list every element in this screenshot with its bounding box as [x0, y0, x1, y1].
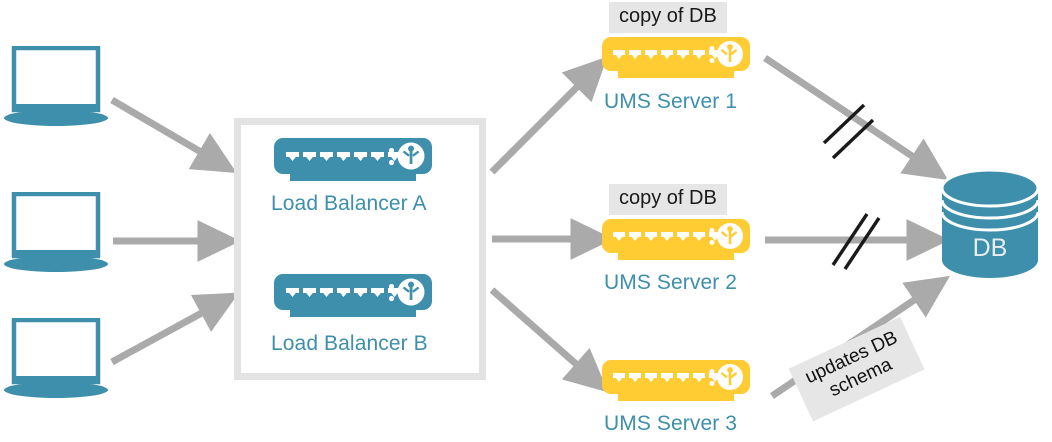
break-mark-ums2 [831, 213, 881, 270]
client-laptop-1[interactable] [4, 45, 114, 133]
copy-of-db-chip-2: copy of DB [609, 184, 727, 215]
break-mark-ums1 [822, 103, 875, 160]
server-icon [602, 37, 750, 78]
load-balancer-a[interactable] [272, 136, 434, 189]
arrow-ums1-to-db [763, 55, 949, 181]
arrow-client3-to-lb [110, 292, 240, 366]
client-laptop-3[interactable] [4, 317, 114, 405]
copy-of-db-chip-1: copy of DB [609, 2, 727, 33]
database-node[interactable]: DB [938, 168, 1042, 283]
ums-server-2-label: UMS Server 2 [604, 271, 738, 294]
load-balancer-group-box [234, 118, 486, 380]
network-glyph-icon [720, 44, 738, 62]
ums-server-2-badge: copy of DB [609, 184, 727, 215]
switch-icon [274, 138, 432, 181]
ums-server-3-label: UMS Server 3 [604, 412, 738, 435]
arrow-lb-to-ums1 [489, 56, 608, 175]
client-laptop-2[interactable] [4, 191, 114, 279]
switch-icon [274, 274, 432, 317]
ums-server-1-badge: copy of DB [609, 2, 727, 33]
arrow-client1-to-lb [110, 96, 237, 173]
ums-server-1-label: UMS Server 1 [604, 90, 738, 113]
database-cylinder-icon: DB [940, 168, 1040, 278]
network-glyph-icon [720, 226, 738, 244]
load-balancer-b-label: Load Balancer B [271, 332, 428, 355]
ums-server-3[interactable] [600, 358, 752, 409]
ums-server-1[interactable] [600, 35, 752, 86]
ums-server-2[interactable] [600, 217, 752, 268]
network-glyph-icon [402, 145, 420, 164]
network-glyph-icon [720, 367, 738, 385]
network-glyph-icon [402, 281, 420, 300]
server-icon [602, 219, 750, 260]
server-icon [602, 360, 750, 401]
load-balancer-b[interactable] [272, 272, 434, 325]
arrow-lb-to-ums3 [489, 287, 609, 393]
updates-db-schema-annotation: updates DB schema [788, 316, 965, 422]
load-balancer-a-label: Load Balancer A [271, 192, 427, 215]
database-label: DB [973, 234, 1008, 262]
